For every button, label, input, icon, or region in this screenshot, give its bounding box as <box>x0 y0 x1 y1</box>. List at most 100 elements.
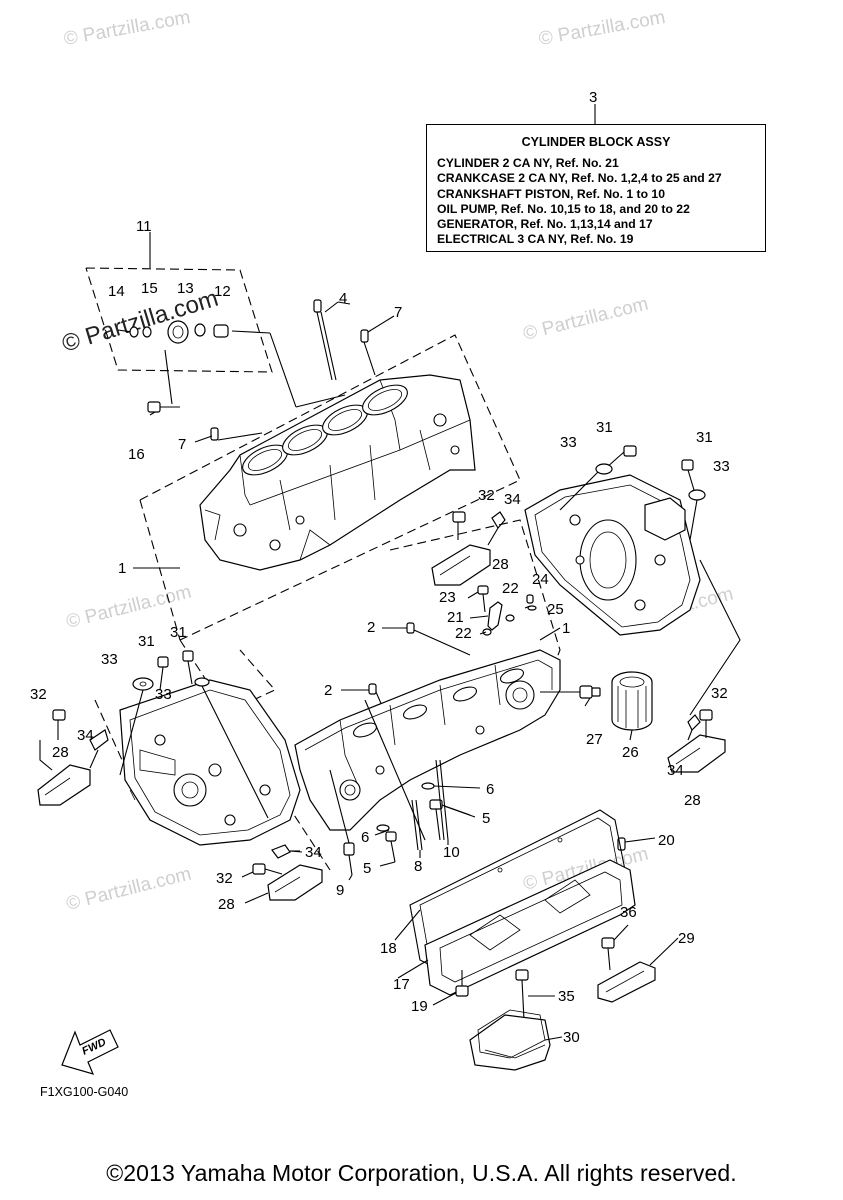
callout-33: 33 <box>560 434 577 451</box>
callout-24: 24 <box>532 571 549 588</box>
fwd-arrow-icon: FWD <box>61 1029 119 1075</box>
callout-21: 21 <box>447 609 464 626</box>
callout-33: 33 <box>155 686 172 703</box>
copyright-notice: ©2013 Yamaha Motor Corporation, U.S.A. A… <box>106 1160 737 1186</box>
part-13-oil-seal <box>167 320 189 344</box>
callout-32: 32 <box>30 686 47 703</box>
callout-31: 31 <box>596 419 613 436</box>
callout-11: 11 <box>136 218 152 235</box>
callout-36: 36 <box>620 904 637 921</box>
callout-23: 23 <box>439 589 456 606</box>
callout-34: 34 <box>667 762 684 779</box>
watermark: © Partzilla.com <box>62 7 192 50</box>
part-34-clip <box>491 511 506 530</box>
part-33-washer <box>132 677 154 691</box>
part-28-mount-bracket <box>431 544 491 586</box>
part-34-clip <box>687 714 701 732</box>
part-34-clip <box>271 844 291 859</box>
part-6-washer <box>421 782 435 790</box>
watermark: © Partzilla.com <box>64 864 193 915</box>
callout-20: 20 <box>658 832 675 849</box>
part-7-dowel-pin <box>210 427 219 441</box>
sensor-parts-group <box>85 232 297 413</box>
part-35-bolt <box>515 969 529 1021</box>
part-10-bolt <box>435 759 449 841</box>
callout-34: 34 <box>77 727 94 744</box>
part-33-washer <box>595 463 613 475</box>
callout-3: 3 <box>589 89 597 106</box>
part-24-plug <box>526 594 534 604</box>
callout-12: 12 <box>214 283 231 300</box>
callout-18: 18 <box>380 940 397 957</box>
legend-line: CYLINDER 2 CA NY, Ref. No. 21 <box>437 156 619 170</box>
callout-2: 2 <box>324 682 332 699</box>
part-29-rubber-pad <box>597 961 656 1003</box>
part-7-dowel-pin <box>360 329 369 343</box>
callout-14: 14 <box>108 283 125 300</box>
generator-cover <box>524 474 701 636</box>
part-22-o-ring <box>482 628 492 636</box>
part-19-bolt <box>455 970 469 997</box>
part-32-bolt <box>52 709 66 740</box>
callout-29: 29 <box>678 930 695 947</box>
callout-34: 34 <box>305 844 322 861</box>
part-25-o-ring <box>527 605 537 611</box>
callout-leaders <box>149 301 679 1041</box>
part-32-bolt <box>252 863 283 875</box>
callout-25: 25 <box>547 601 564 618</box>
callout-22: 22 <box>455 625 472 642</box>
callout-7: 7 <box>178 436 186 453</box>
part-28-mount-bracket <box>667 734 726 773</box>
figure-code: F1XG100-G040 <box>40 1085 129 1099</box>
callout-32: 32 <box>478 487 495 504</box>
callout-9: 9 <box>336 882 344 899</box>
callout-28: 28 <box>492 556 509 573</box>
part-2-dowel-pin <box>406 622 415 634</box>
callout-5: 5 <box>482 810 490 827</box>
part-34-clip <box>89 729 109 751</box>
lower-crankcase <box>294 649 561 831</box>
legend-line: CRANKCASE 2 CA NY, Ref. No. 1,2,4 to 25 … <box>437 171 722 186</box>
part-32-bolt <box>699 709 713 738</box>
part-16-bolt <box>147 349 180 413</box>
callout-7: 7 <box>394 304 402 321</box>
callout-labels: 3 11 14 15 13 12 4 7 7 16 1 1 33 31 31 3… <box>30 89 730 1046</box>
callout-1: 1 <box>118 560 126 577</box>
callout-4: 4 <box>339 290 347 307</box>
watermark: © Partzilla.com <box>537 7 667 50</box>
part-31-bolt <box>182 650 194 685</box>
legend-title: CYLINDER BLOCK ASSY <box>521 135 671 149</box>
callout-16: 16 <box>128 446 145 463</box>
callout-33: 33 <box>713 458 730 475</box>
part-28-mount-bracket <box>37 764 91 806</box>
part-22-o-ring <box>505 614 515 622</box>
callout-30: 30 <box>563 1029 580 1046</box>
callout-26: 26 <box>622 744 639 761</box>
part-31-bolt <box>157 656 169 691</box>
callout-34: 34 <box>504 491 521 508</box>
callout-28: 28 <box>52 744 69 761</box>
callout-31: 31 <box>696 429 713 446</box>
callout-22: 22 <box>502 580 519 597</box>
part-30-damper-block <box>469 1009 551 1071</box>
part-27-filter-stud <box>540 685 601 699</box>
callout-28: 28 <box>684 792 701 809</box>
part-26-oil-filter <box>611 671 653 731</box>
part-31-bolt <box>681 459 695 491</box>
part-31-bolt <box>605 445 637 469</box>
callout-35: 35 <box>558 988 575 1005</box>
callout-6: 6 <box>361 829 369 846</box>
watermark: © Partzilla.com <box>521 294 650 345</box>
part-36-bolt <box>601 937 615 971</box>
callout-19: 19 <box>411 998 428 1015</box>
callout-17: 17 <box>393 976 410 993</box>
part-4-stud-bolt <box>313 299 339 381</box>
crankcase-upper-outline <box>139 334 521 641</box>
callout-32: 32 <box>216 870 233 887</box>
part-5-bolt <box>429 799 471 841</box>
callout-2: 2 <box>367 619 375 636</box>
legend-line: GENERATOR, Ref. No. 1,13,14 and 17 <box>437 217 653 232</box>
callout-33: 33 <box>101 651 118 668</box>
legend-line: ELECTRICAL 3 CA NY, Ref. No. 19 <box>437 232 634 247</box>
